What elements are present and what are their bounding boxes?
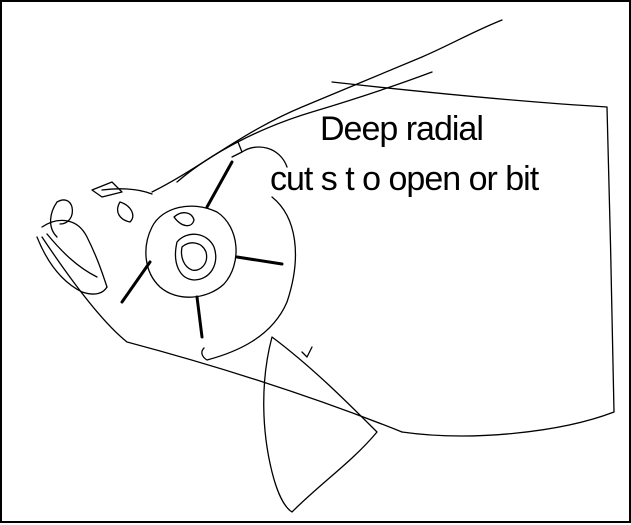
snout (51, 200, 73, 237)
pectoral-fin-tip (302, 347, 312, 357)
opercle-outline (202, 197, 296, 360)
eye-inner (181, 243, 206, 270)
nostril (118, 202, 133, 222)
pectoral-fin (264, 337, 377, 512)
radial-cut-3 (197, 297, 202, 337)
radial-cut-4 (237, 257, 282, 264)
radial-cut-2 (122, 262, 150, 302)
orbit-outer (146, 206, 236, 297)
annotation-line-1: Deep radial (320, 112, 483, 146)
eye-loop (174, 213, 194, 226)
radial-cut-1 (207, 162, 232, 207)
annotation-line-2: cut s t o open or bit (270, 162, 538, 196)
premaxilla-line (102, 189, 152, 194)
